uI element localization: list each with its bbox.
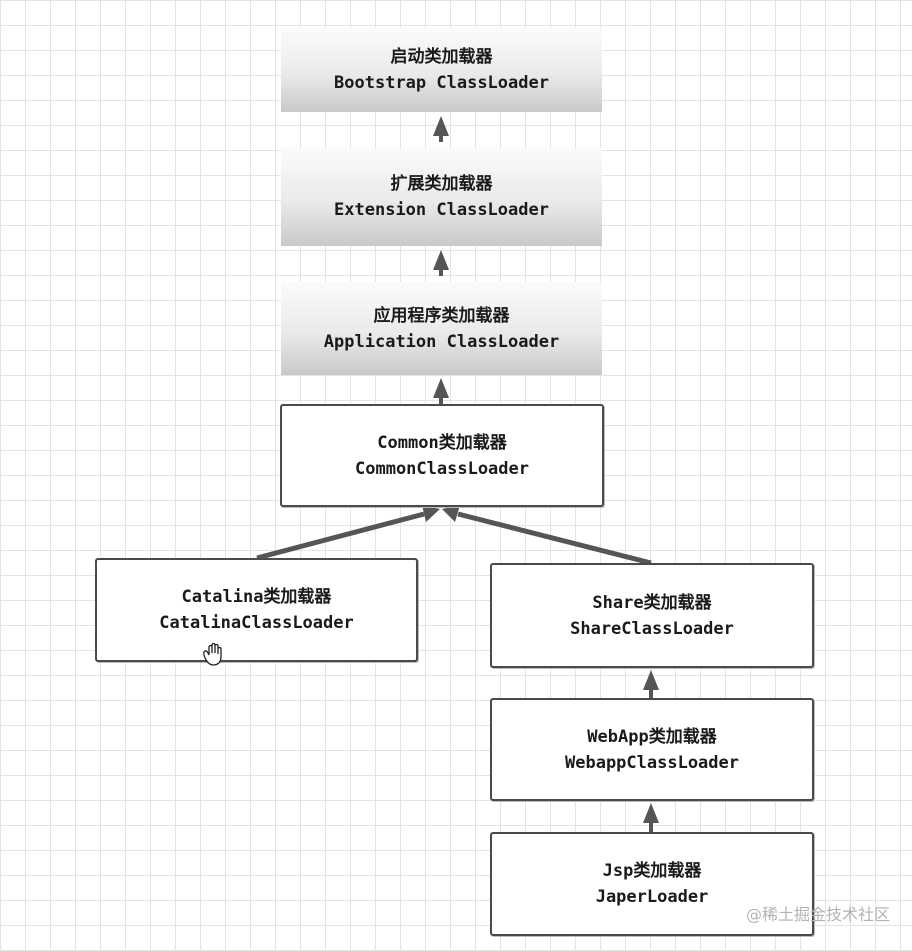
node-common-en: CommonClassLoader — [355, 458, 529, 479]
node-catalina-cn: Catalina类加载器 — [181, 587, 332, 607]
edge-webapp-to-share — [643, 670, 659, 698]
node-extension-cn: 扩展类加载器 — [390, 174, 493, 194]
node-webapp: WebApp类加载器 WebappClassLoader — [490, 698, 814, 801]
node-extension-en: Extension ClassLoader — [334, 200, 549, 220]
node-extension: 扩展类加载器 Extension ClassLoader — [281, 148, 602, 246]
hand-cursor-icon — [203, 642, 222, 666]
watermark: @稀土掘金技术社区 — [745, 905, 890, 924]
node-webapp-cn: WebApp类加载器 — [587, 726, 717, 747]
node-common: Common类加载器 CommonClassLoader — [280, 404, 604, 507]
node-catalina: Catalina类加载器 CatalinaClassLoader — [95, 558, 418, 662]
node-bootstrap: 启动类加载器 Bootstrap ClassLoader — [281, 28, 602, 112]
node-common-cn: Common类加载器 — [377, 432, 507, 453]
node-share-en: ShareClassLoader — [570, 618, 734, 639]
node-webapp-en: WebappClassLoader — [565, 752, 739, 773]
edge-share-to-common — [442, 505, 652, 566]
node-jsp-cn: Jsp类加载器 — [602, 861, 702, 881]
node-jsp-en: JaperLoader — [595, 887, 709, 907]
node-share: Share类加载器 ShareClassLoader — [490, 563, 814, 668]
node-bootstrap-en: Bootstrap ClassLoader — [334, 73, 549, 93]
node-share-cn: Share类加载器 — [592, 592, 712, 613]
edge-jsp-to-webapp — [643, 803, 659, 832]
node-application-cn: 应用程序类加载器 — [373, 305, 510, 326]
node-jsp: Jsp类加载器 JaperLoader — [490, 832, 814, 936]
node-application: 应用程序类加载器 Application ClassLoader — [281, 282, 602, 375]
edge-common-to-application — [433, 378, 449, 404]
edge-catalina-to-common — [256, 505, 440, 561]
node-bootstrap-cn: 启动类加载器 — [390, 47, 493, 67]
edge-extension-to-bootstrap — [433, 116, 449, 142]
edge-application-to-extension — [433, 250, 449, 276]
node-catalina-en: CatalinaClassLoader — [159, 613, 354, 633]
node-application-en: Application ClassLoader — [323, 331, 560, 352]
